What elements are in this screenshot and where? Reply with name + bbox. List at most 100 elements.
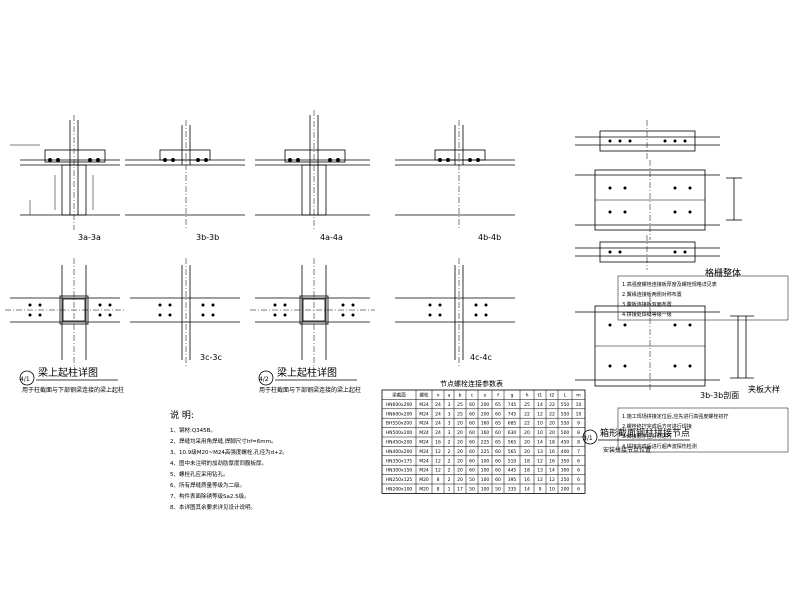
table-cell: 60 xyxy=(495,430,501,436)
table-cell: 250 xyxy=(561,477,570,483)
table-cell: 60 xyxy=(495,468,501,474)
table-cell: 745 xyxy=(508,402,517,408)
table-cell: 24 xyxy=(435,421,441,427)
detail-subtitle-1: 用于柱截面与下部钢梁连接的梁上起柱 xyxy=(22,386,124,394)
table-cell: 550 xyxy=(561,411,570,417)
table-cell: 6 xyxy=(577,477,580,483)
table-cell: M24 xyxy=(419,430,429,436)
table-cell: 445 xyxy=(508,468,517,474)
panel-label: 格栅整体 xyxy=(705,267,741,279)
table-cell: M20 xyxy=(419,487,429,493)
splice-elevation-top xyxy=(575,120,720,160)
table-cell: 745 xyxy=(508,411,517,417)
table-cell: 50 xyxy=(469,487,475,493)
detail-title-1: 4/1 梁上起柱详图 用于柱截面与下部钢梁连接的梁上起柱 xyxy=(19,366,124,394)
table-cell: 685 xyxy=(508,421,517,427)
table-cell: 160 xyxy=(481,430,490,436)
table-cell: M24 xyxy=(419,449,429,455)
table-cell: 225 xyxy=(481,440,490,446)
table-cell: 395 xyxy=(508,477,517,483)
table-cell: 22 xyxy=(524,421,530,427)
table-cell: 12 xyxy=(537,458,543,464)
table-cell: 60 xyxy=(469,440,475,446)
table-header-cell: c xyxy=(471,394,474,399)
table-cell: 60 xyxy=(495,477,501,483)
table-cell: 10 xyxy=(576,411,582,417)
table-cell: 25 xyxy=(524,402,530,408)
table-cell: 18 xyxy=(524,468,530,474)
table-cell: 450 xyxy=(561,440,570,446)
table-cell: 16 xyxy=(524,477,530,483)
table-cell: 60 xyxy=(469,458,475,464)
table-cell: 24 xyxy=(435,402,441,408)
table-cell: 565 xyxy=(508,449,517,455)
table-cell: 20 xyxy=(457,421,463,427)
table-cell: M20 xyxy=(419,477,429,483)
table-cell: 12 xyxy=(435,449,441,455)
table-cell: 60 xyxy=(469,449,475,455)
table-cell: M24 xyxy=(419,468,429,474)
table-header-cell: 螺栓 xyxy=(420,392,429,399)
table-cell: 17 xyxy=(457,487,463,493)
table-cell: 500 xyxy=(561,430,570,436)
table-cell: 20 xyxy=(549,421,555,427)
table-cell: BH550x200 xyxy=(386,421,412,427)
plan-detail-2 xyxy=(250,258,375,368)
note-item: 4、图中未注明的加劲肋厚度同腹板厚。 xyxy=(170,459,267,467)
table-cell: 6 xyxy=(577,458,580,464)
table-cell: HN600x200 xyxy=(386,402,413,408)
note-item: 7、构件表面除锈等级Sa2.5级。 xyxy=(170,492,250,500)
table-cell: 3 xyxy=(448,421,451,427)
table-cell: 22 xyxy=(549,411,555,417)
table-cell: 60 xyxy=(469,402,475,408)
table-cell: M24 xyxy=(419,440,429,446)
table-header-cell: n xyxy=(437,394,440,399)
table-cell: 8 xyxy=(437,477,440,483)
detail-title-2: 4/2 梁上起柱详图 用于柱截面与下部钢梁连接的梁上起柱 xyxy=(258,366,361,394)
table-cell: 300 xyxy=(561,468,570,474)
side-plate-detail: 夹板大样 xyxy=(730,315,780,394)
section-label-4a: 4a-4a xyxy=(320,233,343,242)
legend-frame xyxy=(617,407,789,453)
table-cell: 3 xyxy=(448,411,451,417)
section-label-4c: 4c-4c xyxy=(470,353,492,362)
table-cell: 2 xyxy=(448,449,451,455)
table-cell: 200 xyxy=(561,487,570,493)
table-cell: 24 xyxy=(435,411,441,417)
table-cell: 12 xyxy=(537,411,543,417)
legend-item: 2.翼缘连接板两侧对称布置 xyxy=(622,291,682,298)
table-cell: 65 xyxy=(495,440,501,446)
section-4b-4b: 4b-4b xyxy=(395,120,515,242)
table-cell: 350 xyxy=(561,458,570,464)
side-label: 夹板大样 xyxy=(748,384,780,394)
table-cell: 18 xyxy=(549,440,555,446)
table-cell: 14 xyxy=(537,440,543,446)
note-item: 1、钢材:Q345B。 xyxy=(170,426,216,434)
table-cell: 16 xyxy=(549,458,555,464)
section-3a-3a: 3a-3a xyxy=(10,115,120,242)
table-cell: 12 xyxy=(549,477,555,483)
table-cell: 10 xyxy=(537,421,543,427)
table-cell: 20 xyxy=(457,477,463,483)
table-cell: 200 xyxy=(481,411,490,417)
section-label-3c: 3c-3c xyxy=(200,353,222,362)
table-header-cell: b xyxy=(459,393,462,399)
column-section-icon xyxy=(726,177,742,221)
table-cell: 160 xyxy=(481,421,490,427)
table-cell: 400 xyxy=(561,449,570,455)
legend-frame xyxy=(617,275,789,321)
table-cell: 3 xyxy=(448,430,451,436)
table-header-cell: f xyxy=(497,393,499,399)
table-cell: 200 xyxy=(481,402,490,408)
section-3b-3b: 3b-3b xyxy=(125,120,245,242)
table-header-cell: h xyxy=(526,393,529,399)
table-cell: 10 xyxy=(549,487,555,493)
table-cell: 2 xyxy=(448,440,451,446)
legend-item: 1.施工现场拼接定位后,应先进行高强度螺栓初拧 xyxy=(622,413,728,420)
detail-title-text-2: 梁上起柱详图 xyxy=(277,366,337,379)
section-3c-3c: 3c-3c xyxy=(130,258,240,368)
section-label-3b: 3b-3b xyxy=(196,233,219,242)
section-label-4b: 4b-4b xyxy=(478,233,501,242)
detail-subtitle-3: 安装拼接节点位置 xyxy=(603,446,651,454)
